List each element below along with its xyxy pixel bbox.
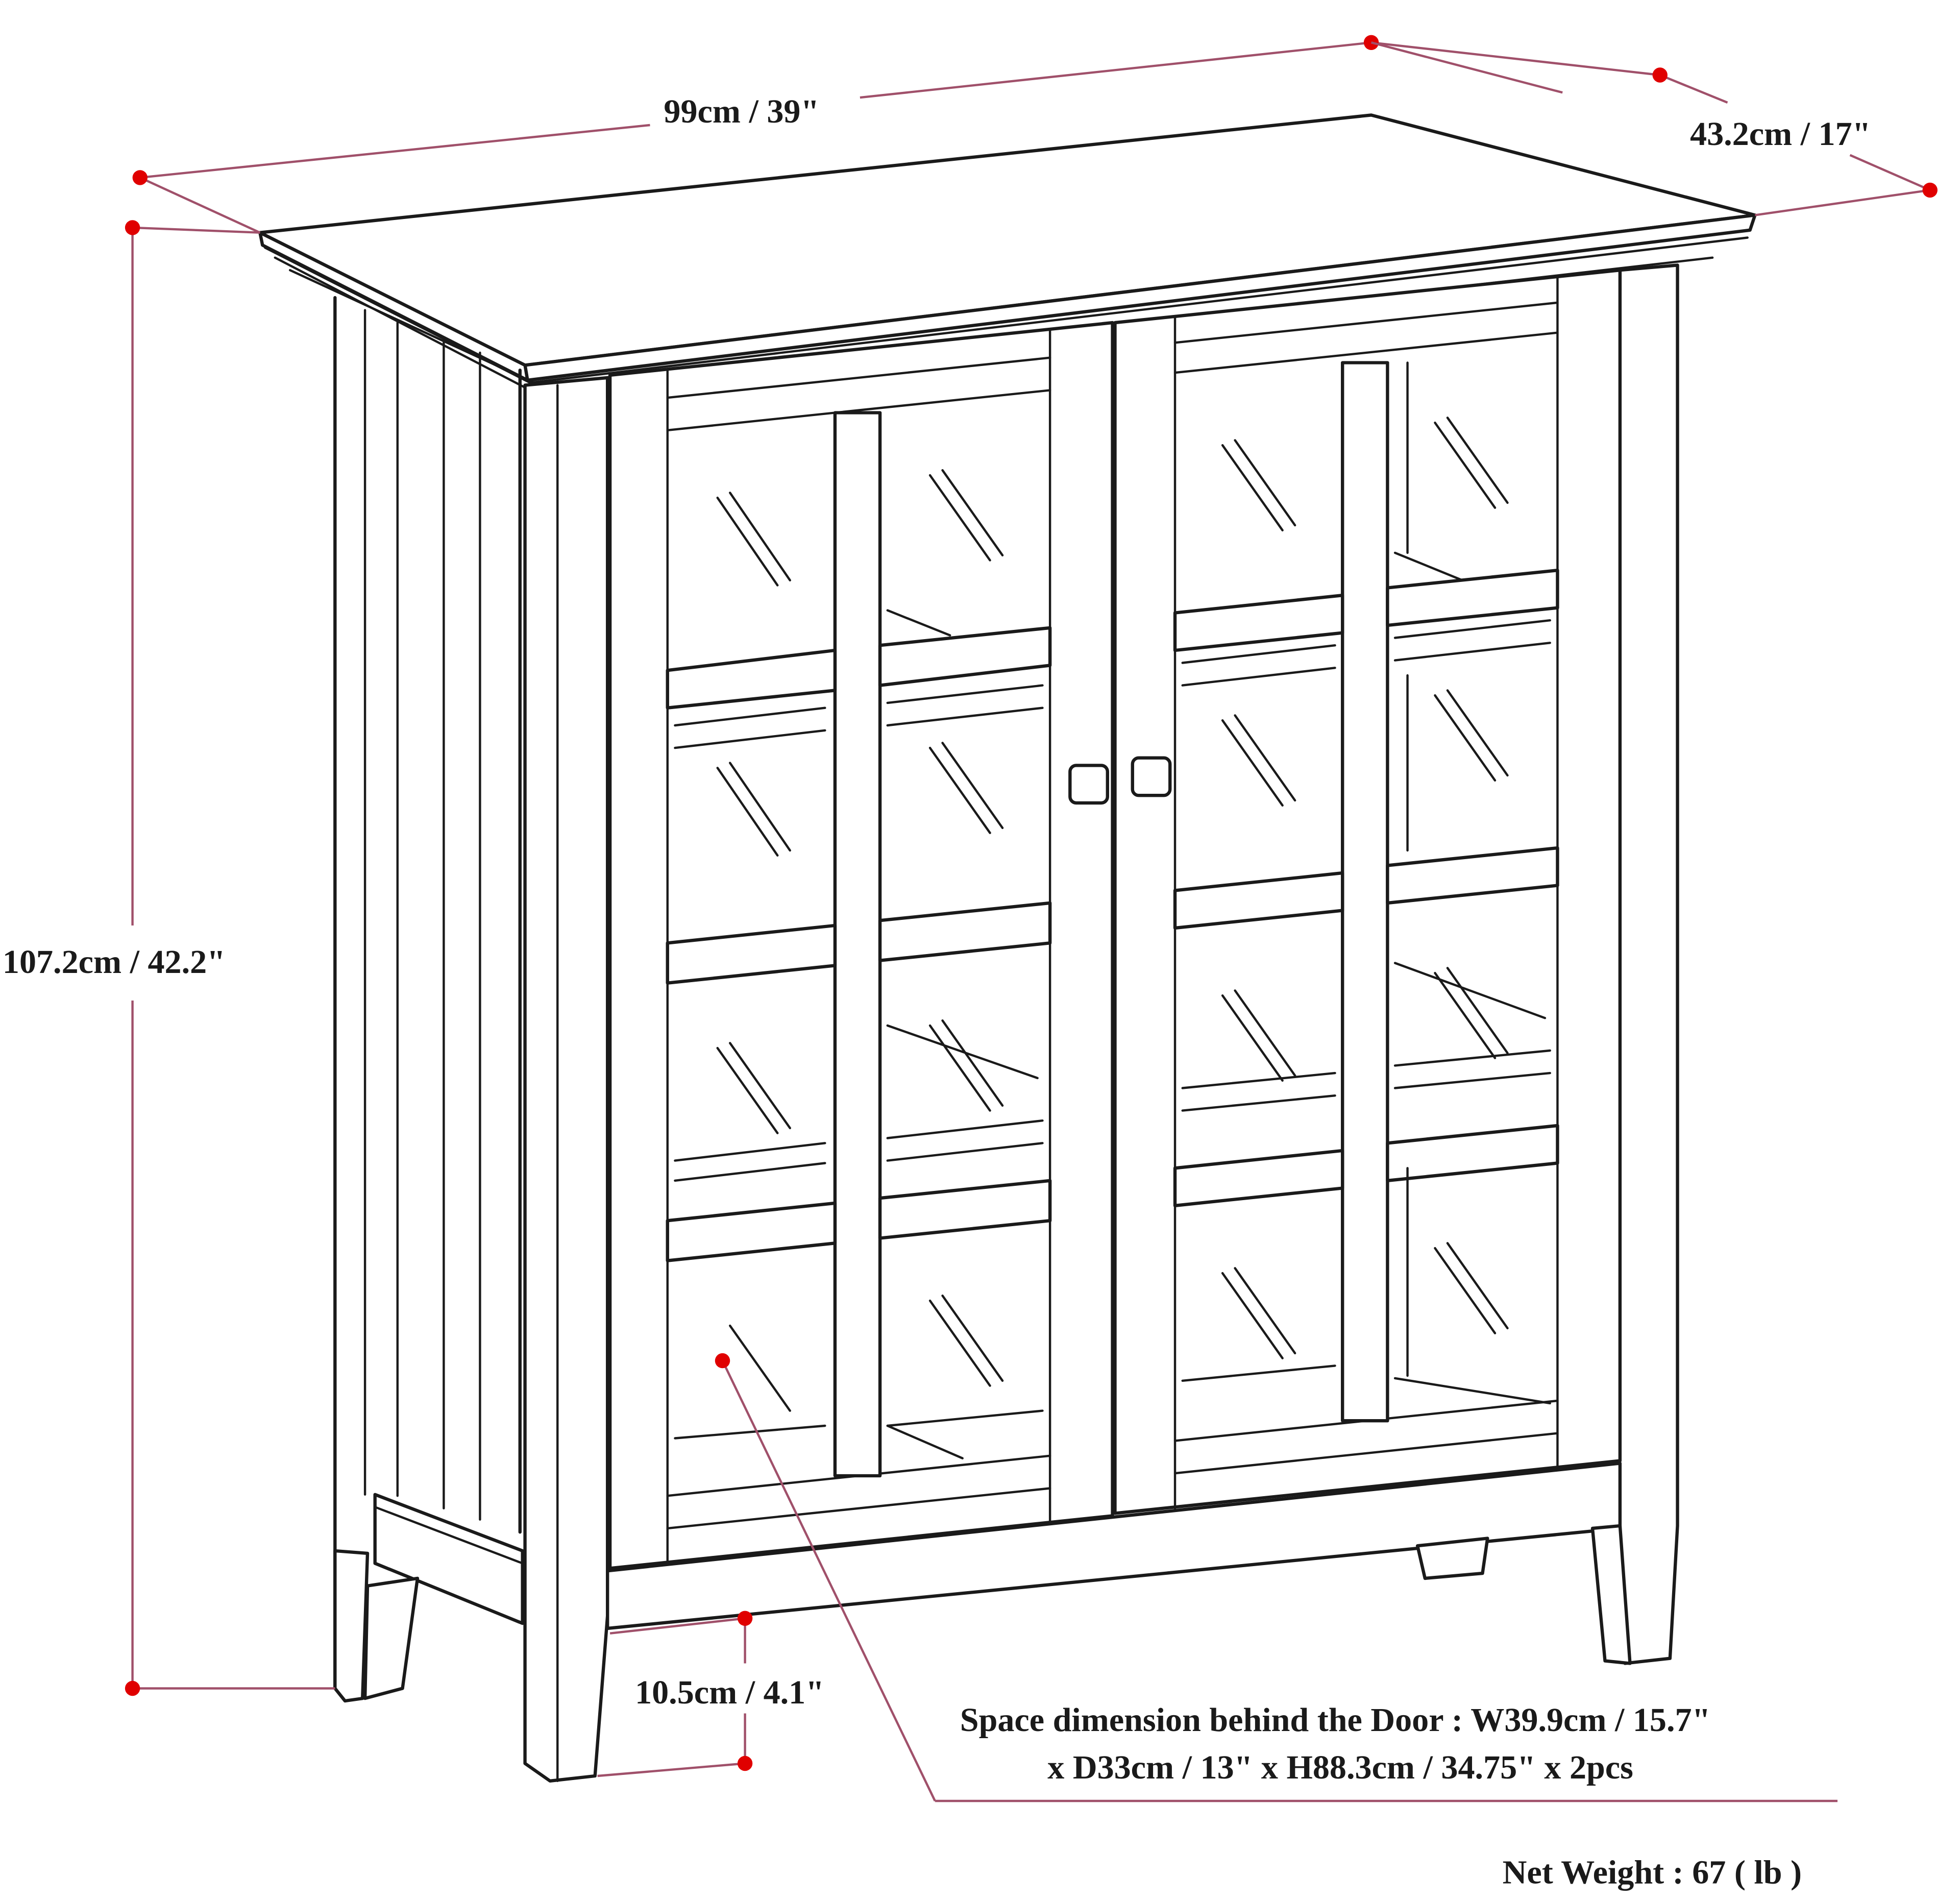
interior-space-note-line2: x D33cm / 13" x H88.3cm / 34.75" x 2pcs bbox=[1047, 1749, 1633, 1786]
glass-reflection-marks-right bbox=[1221, 417, 1509, 1359]
glass-reflection-marks bbox=[716, 469, 1004, 1412]
right-door[interactable] bbox=[1113, 269, 1622, 1515]
front-left-post bbox=[523, 376, 609, 1783]
left-side-panel bbox=[333, 296, 524, 1703]
interior-space-note-line1: Space dimension behind the Door : W39.9c… bbox=[960, 1701, 1710, 1739]
left-door[interactable] bbox=[608, 321, 1114, 1570]
height-dimension: 107.2cm / 42.2" bbox=[3, 220, 335, 1696]
cabinet-drawing bbox=[258, 113, 1757, 1783]
back-right-foot bbox=[1415, 1537, 1489, 1580]
dimension-annotations: 99cm / 39" 43.2cm / 17" 107.2cm / 42.2" bbox=[3, 35, 1938, 1802]
crown-molding-side-2 bbox=[274, 256, 536, 394]
height-label: 107.2cm / 42.2" bbox=[3, 943, 226, 981]
notes: Space dimension behind the Door : W39.9c… bbox=[960, 1701, 1802, 1891]
front-right-leg bbox=[1590, 1524, 1632, 1665]
right-door-handle[interactable] bbox=[1131, 756, 1172, 797]
interior-space-leader bbox=[715, 1353, 1837, 1802]
net-weight-note: Net Weight : 67 ( lb ) bbox=[1503, 1854, 1802, 1891]
crown-molding-front bbox=[529, 236, 1749, 384]
crown-molding-side-3 bbox=[288, 269, 551, 392]
depth-dimension: 43.2cm / 17" bbox=[1370, 41, 1938, 216]
width-dimension: 99cm / 39" bbox=[132, 35, 1660, 234]
depth-label: 43.2cm / 17" bbox=[1690, 115, 1871, 153]
left-door-handle[interactable] bbox=[1068, 764, 1109, 805]
width-label: 99cm / 39" bbox=[664, 93, 819, 130]
clearance-dimension: 10.5cm / 4.1" bbox=[597, 1611, 824, 1777]
clearance-label: 10.5cm / 4.1" bbox=[635, 1674, 824, 1711]
front-right-post bbox=[1611, 263, 1679, 1665]
